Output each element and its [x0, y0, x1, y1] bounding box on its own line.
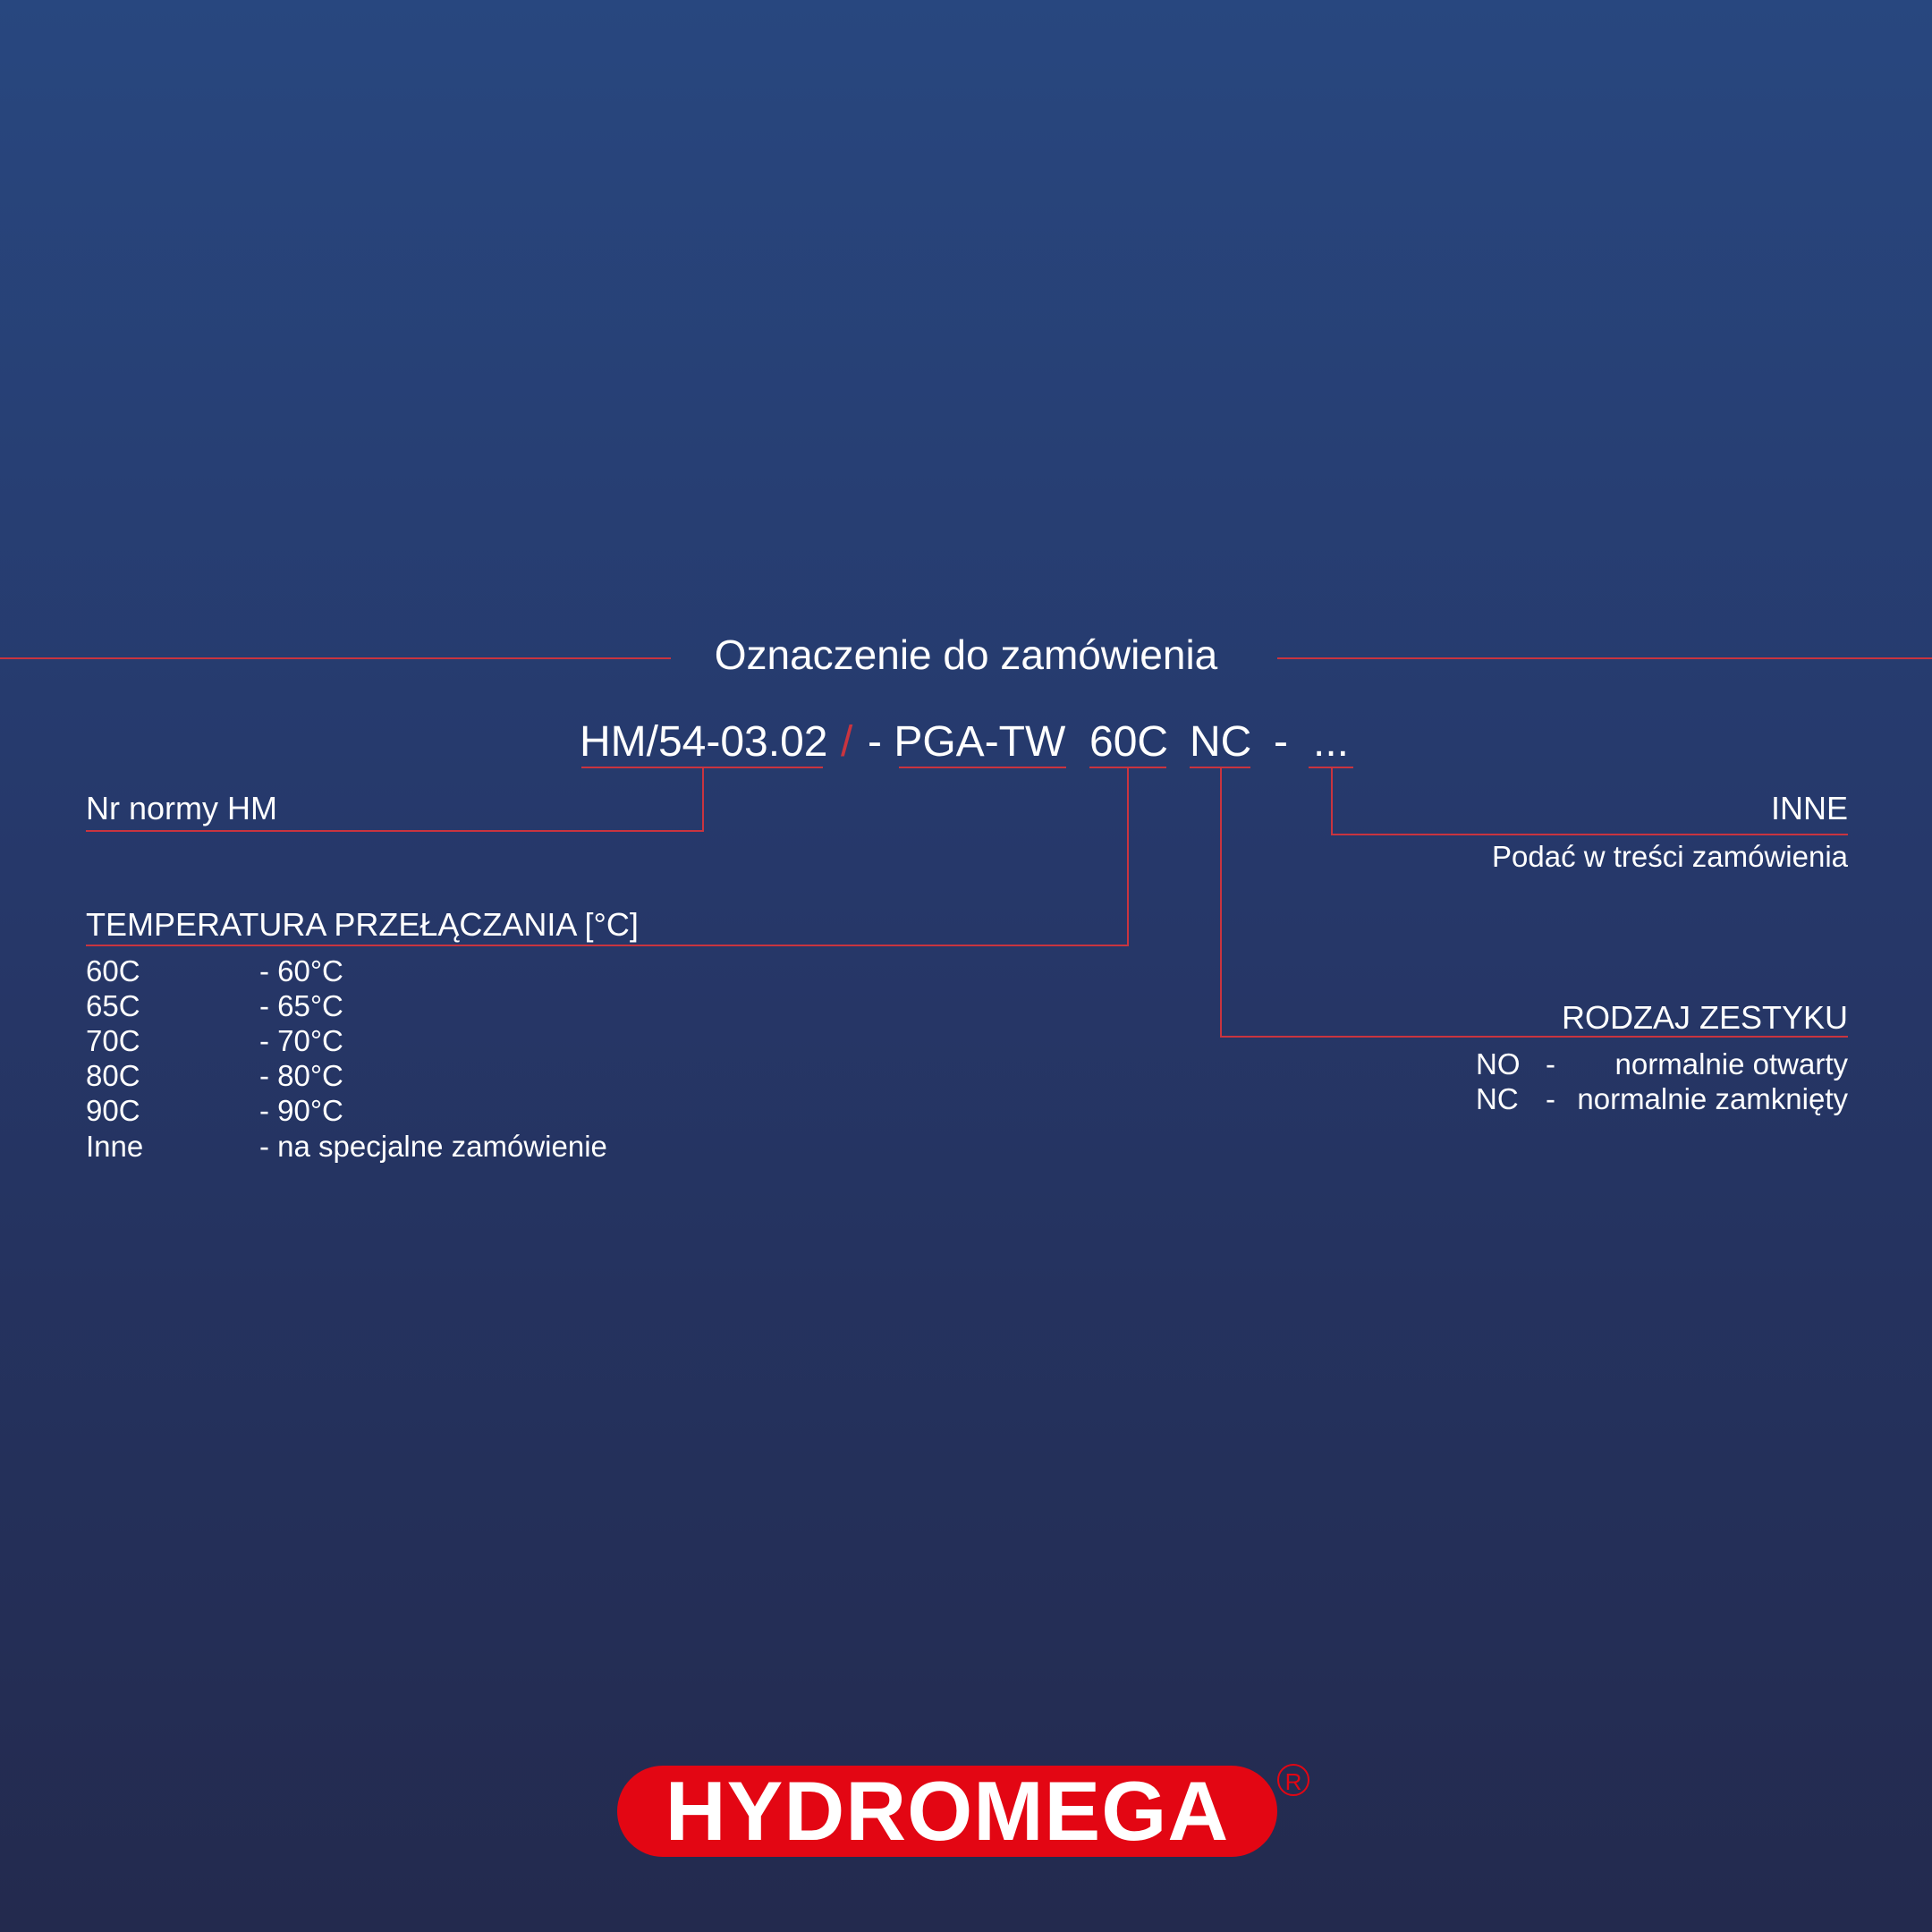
code-temperature: 60C — [1089, 718, 1169, 766]
logo-text: HYDROMEGA — [665, 1764, 1230, 1858]
contact-code: NC — [1476, 1082, 1519, 1115]
temperature-row: 65C - 65°C — [86, 988, 712, 1024]
connector-norm-vertical — [702, 767, 704, 832]
other-heading: INNE — [1770, 790, 1848, 826]
contact-dash: - — [1546, 1082, 1555, 1115]
temperature-desc: - 70°C — [259, 1024, 343, 1057]
temperature-desc: - 65°C — [259, 989, 343, 1022]
contact-desc: normalnie otwarty — [1614, 1047, 1848, 1080]
connector-temperature-vertical — [1127, 767, 1129, 946]
temperature-code: 90C — [86, 1094, 140, 1127]
temperature-desc: - 90°C — [259, 1094, 343, 1127]
title-rule-left — [0, 657, 671, 659]
other-desc: Podać w treści zamówienia — [1492, 840, 1848, 873]
page-title: Oznaczenie do zamówienia — [714, 631, 1218, 678]
connector-other-vertical — [1331, 767, 1333, 835]
temperature-desc: - 80°C — [259, 1059, 343, 1092]
contact-heading: RODZAJ ZESTYKU — [1561, 999, 1848, 1036]
temperature-row: 80C - 80°C — [86, 1058, 712, 1094]
contact-code: NO — [1476, 1047, 1521, 1080]
temperature-code: 60C — [86, 954, 140, 987]
connector-temperature-horizontal — [86, 945, 1129, 946]
connector-other-horizontal — [1331, 834, 1848, 835]
temperature-row: 90C - 90°C — [86, 1093, 712, 1129]
connector-contact-vertical — [1220, 767, 1222, 1038]
code-dash: - — [1274, 718, 1288, 766]
connector-contact-horizontal — [1220, 1036, 1848, 1038]
code-separator: / — [841, 718, 853, 766]
registered-mark-letter: R — [1284, 1768, 1302, 1795]
temperature-row: 70C - 70°C — [86, 1023, 712, 1059]
temperature-row: Inne - na specjalne zamówienie — [86, 1129, 712, 1165]
temperature-code: 70C — [86, 1024, 140, 1057]
temperature-code: 65C — [86, 989, 140, 1022]
contact-row: NO - normalnie otwarty — [1431, 1046, 1848, 1082]
code-other: ... — [1313, 718, 1350, 766]
temperature-code: Inne — [86, 1130, 144, 1163]
norm-label: Nr normy HM — [86, 790, 277, 826]
contact-row: NC - normalnie zamknięty — [1431, 1081, 1848, 1117]
hydromega-logo: HYDROMEGA — [617, 1766, 1277, 1857]
temperature-heading: TEMPERATURA PRZEŁĄCZANIA [°C] — [86, 906, 639, 943]
code-model: - PGA-TW — [868, 718, 1066, 766]
connector-norm-horizontal — [86, 830, 704, 832]
contact-dash: - — [1546, 1047, 1555, 1080]
temperature-code: 80C — [86, 1059, 140, 1092]
contact-desc: normalnie zamknięty — [1577, 1082, 1848, 1115]
title-rule-right — [1277, 657, 1932, 659]
code-norm: HM/54-03.02 — [580, 718, 828, 766]
temperature-desc: - na specjalne zamówienie — [259, 1130, 607, 1163]
underline-model — [899, 767, 1066, 768]
registered-mark-icon: R — [1277, 1764, 1309, 1796]
temperature-row: 60C - 60°C — [86, 953, 712, 989]
code-contact: NC — [1190, 718, 1252, 766]
temperature-desc: - 60°C — [259, 954, 343, 987]
